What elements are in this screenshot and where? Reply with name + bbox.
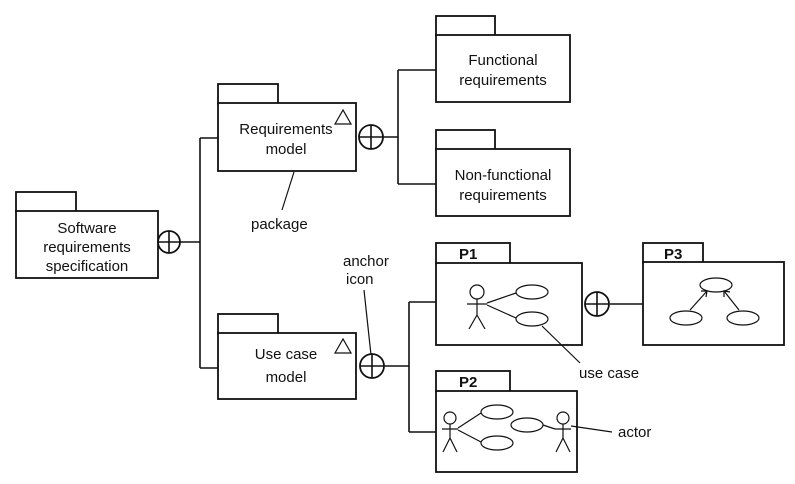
req-branch-lines (383, 69, 436, 185)
annotation-anchor-line: icon (346, 271, 374, 288)
package-label-line: requirements (459, 72, 547, 89)
package-label-line: model (266, 141, 307, 158)
package-body (642, 261, 785, 346)
use-case-ellipse (699, 277, 733, 293)
package-body (435, 262, 583, 346)
package-p1[interactable]: P1 (435, 242, 583, 346)
package-software-spec[interactable]: Software requirements specification (15, 191, 159, 279)
package-label-line: specification (46, 258, 129, 275)
anchor-icon (358, 124, 384, 150)
package-non-functional-requirements[interactable]: Non-functional requirements (435, 129, 571, 217)
anchor-pointer-line (363, 289, 372, 356)
package-name: P1 (459, 246, 477, 263)
actor-pointer-line (570, 425, 613, 433)
spec-branch-lines (180, 137, 218, 369)
package-label-line: Non-functional (455, 167, 552, 184)
package-label-line: requirements (459, 187, 547, 204)
use-case-ellipse (515, 311, 549, 327)
use-case-ellipse (480, 404, 514, 420)
package-requirements-model[interactable]: Requirements model (217, 83, 357, 172)
annotation-actor: actor (618, 424, 651, 441)
actor-icon (467, 284, 487, 330)
anchor-icon (359, 353, 385, 379)
package-p3[interactable]: P3 (642, 242, 785, 346)
package-body (435, 34, 571, 103)
package-label-line: Use case (255, 346, 318, 363)
dependency-lines (689, 290, 740, 311)
package-tab (217, 313, 279, 335)
package-label-line: Software (57, 220, 116, 237)
use-case-ellipse (515, 284, 549, 300)
package-body (15, 210, 159, 279)
package-body (217, 332, 357, 400)
usecase-branch-lines (384, 301, 436, 433)
actor-icon (442, 411, 458, 453)
use-case-ellipse (726, 310, 760, 326)
package-use-case-model[interactable]: Use case model (217, 313, 357, 400)
package-label-line: Requirements (239, 121, 332, 138)
triangle-icon (333, 337, 353, 354)
use-case-ellipse (669, 310, 703, 326)
anchor-icon (584, 291, 610, 317)
package-p2[interactable]: P2 (435, 370, 578, 473)
triangle-icon (333, 108, 353, 125)
use-case-pointer-line (541, 325, 581, 364)
package-name: P2 (459, 374, 477, 391)
anchor-icon (157, 230, 181, 254)
package-tab (435, 15, 496, 37)
package-functional-requirements[interactable]: Functional requirements (435, 15, 571, 103)
package-label-line: model (266, 369, 307, 386)
package-body (435, 148, 571, 217)
association-lines (457, 412, 556, 443)
package-name: P3 (664, 246, 682, 263)
association-lines (486, 292, 517, 319)
package-tab (217, 83, 279, 105)
annotation-anchor-line: anchor (343, 253, 389, 270)
arrow-heads (701, 290, 731, 298)
package-pointer-line (281, 171, 295, 211)
annotation-use-case: use case (579, 365, 639, 382)
actor-icon (555, 411, 571, 453)
annotation-package: package (251, 216, 308, 233)
package-tab (435, 129, 496, 151)
connectors (180, 69, 643, 433)
use-case-ellipse (480, 435, 514, 451)
package-label-line: Functional (468, 52, 537, 69)
package-body (217, 102, 357, 172)
package-label-line: requirements (43, 239, 131, 256)
package-body (435, 390, 578, 473)
package-tab (15, 191, 77, 213)
